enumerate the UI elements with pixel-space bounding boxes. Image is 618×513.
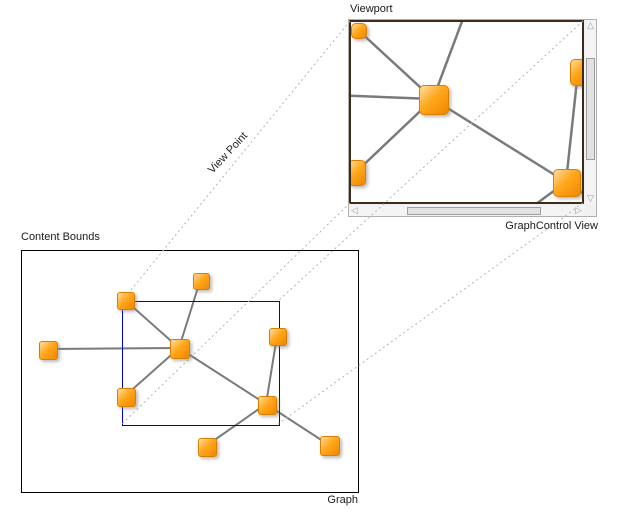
graph-node[interactable] — [351, 160, 366, 186]
graph-label: Graph — [327, 494, 358, 506]
graph-node[interactable] — [570, 59, 582, 86]
graph-node — [117, 292, 135, 310]
scroll-left-icon[interactable]: ◁ — [351, 205, 358, 215]
view-edges-layer — [351, 22, 582, 202]
graph-node[interactable] — [351, 23, 367, 39]
scroll-right-icon[interactable]: ▷ — [575, 205, 582, 215]
graph-node — [193, 273, 210, 290]
vertical-scrollbar-thumb[interactable] — [586, 58, 595, 160]
scroll-up-icon[interactable]: △ — [587, 20, 594, 30]
graph-node — [269, 328, 287, 346]
scrollbar-corner — [585, 206, 596, 216]
view-graph-edge — [564, 70, 580, 183]
vertical-scrollbar[interactable]: △ ▽ — [585, 20, 596, 204]
graphcontrol-view-label: GraphControl View — [505, 220, 598, 232]
viewport-world-rect — [122, 301, 280, 426]
graph-node — [117, 388, 136, 407]
content-bounds-label: Content Bounds — [21, 231, 100, 243]
graph-node — [170, 339, 190, 359]
scroll-down-icon[interactable]: ▽ — [587, 193, 594, 203]
viewport-label: Viewport — [350, 3, 393, 15]
graph-control: △ ▽ ◁ ▷ — [348, 19, 597, 217]
graph-node — [320, 436, 340, 456]
graph-node — [198, 438, 217, 457]
horizontal-scrollbar-thumb[interactable] — [407, 207, 541, 215]
view-graph-edge — [432, 97, 567, 184]
view-point-label: View Point — [205, 129, 251, 177]
graph-node — [258, 396, 277, 415]
graph-node[interactable] — [419, 85, 449, 115]
graph-control-view[interactable] — [349, 20, 584, 204]
graph-node[interactable] — [553, 169, 581, 197]
horizontal-scrollbar[interactable]: ◁ ▷ — [349, 206, 584, 216]
graph-node — [39, 341, 58, 360]
